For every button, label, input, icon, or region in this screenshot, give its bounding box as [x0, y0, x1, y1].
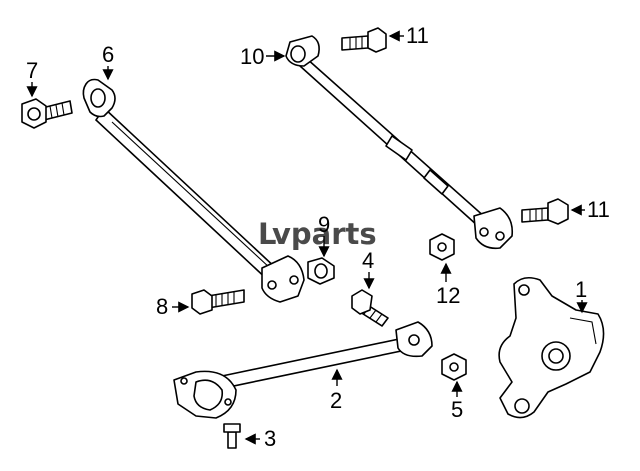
svg-text:11: 11: [406, 23, 429, 48]
svg-text:3: 3: [264, 426, 276, 451]
watermark-prefix: L: [258, 217, 276, 251]
bolt-3[interactable]: [223, 423, 241, 449]
callout-8: 8: [156, 294, 190, 319]
svg-text:5: 5: [451, 397, 463, 422]
svg-text:6: 6: [102, 42, 114, 67]
callout-6: 6: [102, 42, 114, 81]
callout-3: 3: [244, 426, 276, 451]
callout-10: 10: [240, 44, 286, 69]
knuckle-1[interactable]: [498, 276, 605, 419]
svg-text:9: 9: [318, 212, 330, 237]
callout-4: 4: [362, 248, 375, 290]
callout-9: 9: [318, 212, 330, 258]
bolt-4[interactable]: [351, 289, 389, 327]
svg-text:10: 10: [240, 44, 264, 69]
bolt-8[interactable]: [191, 289, 245, 315]
callout-1: 1: [575, 277, 588, 314]
bolt-11-upper[interactable]: [341, 27, 387, 53]
lateral-link-6[interactable]: [82, 78, 305, 303]
callout-2: 2: [330, 368, 343, 413]
svg-text:8: 8: [156, 294, 168, 319]
toe-link-10[interactable]: [285, 35, 514, 250]
svg-text:4: 4: [362, 248, 374, 273]
callout-11-lower: 11: [570, 197, 610, 222]
svg-text:2: 2: [330, 388, 342, 413]
callout-12: 12: [436, 262, 460, 308]
callout-5: 5: [451, 380, 463, 422]
bolt-7[interactable]: [21, 98, 73, 129]
callout-7: 7: [26, 58, 38, 98]
nut-12[interactable]: [429, 233, 455, 261]
lower-arm-2[interactable]: [173, 321, 433, 419]
svg-text:1: 1: [575, 277, 587, 302]
bushing-9[interactable]: [307, 257, 335, 285]
svg-text:12: 12: [436, 283, 460, 308]
callout-11-upper: 11: [388, 23, 429, 48]
nut-5[interactable]: [441, 353, 467, 381]
bolt-11-lower[interactable]: [521, 198, 569, 225]
svg-text:11: 11: [587, 197, 610, 222]
svg-text:7: 7: [26, 58, 38, 83]
